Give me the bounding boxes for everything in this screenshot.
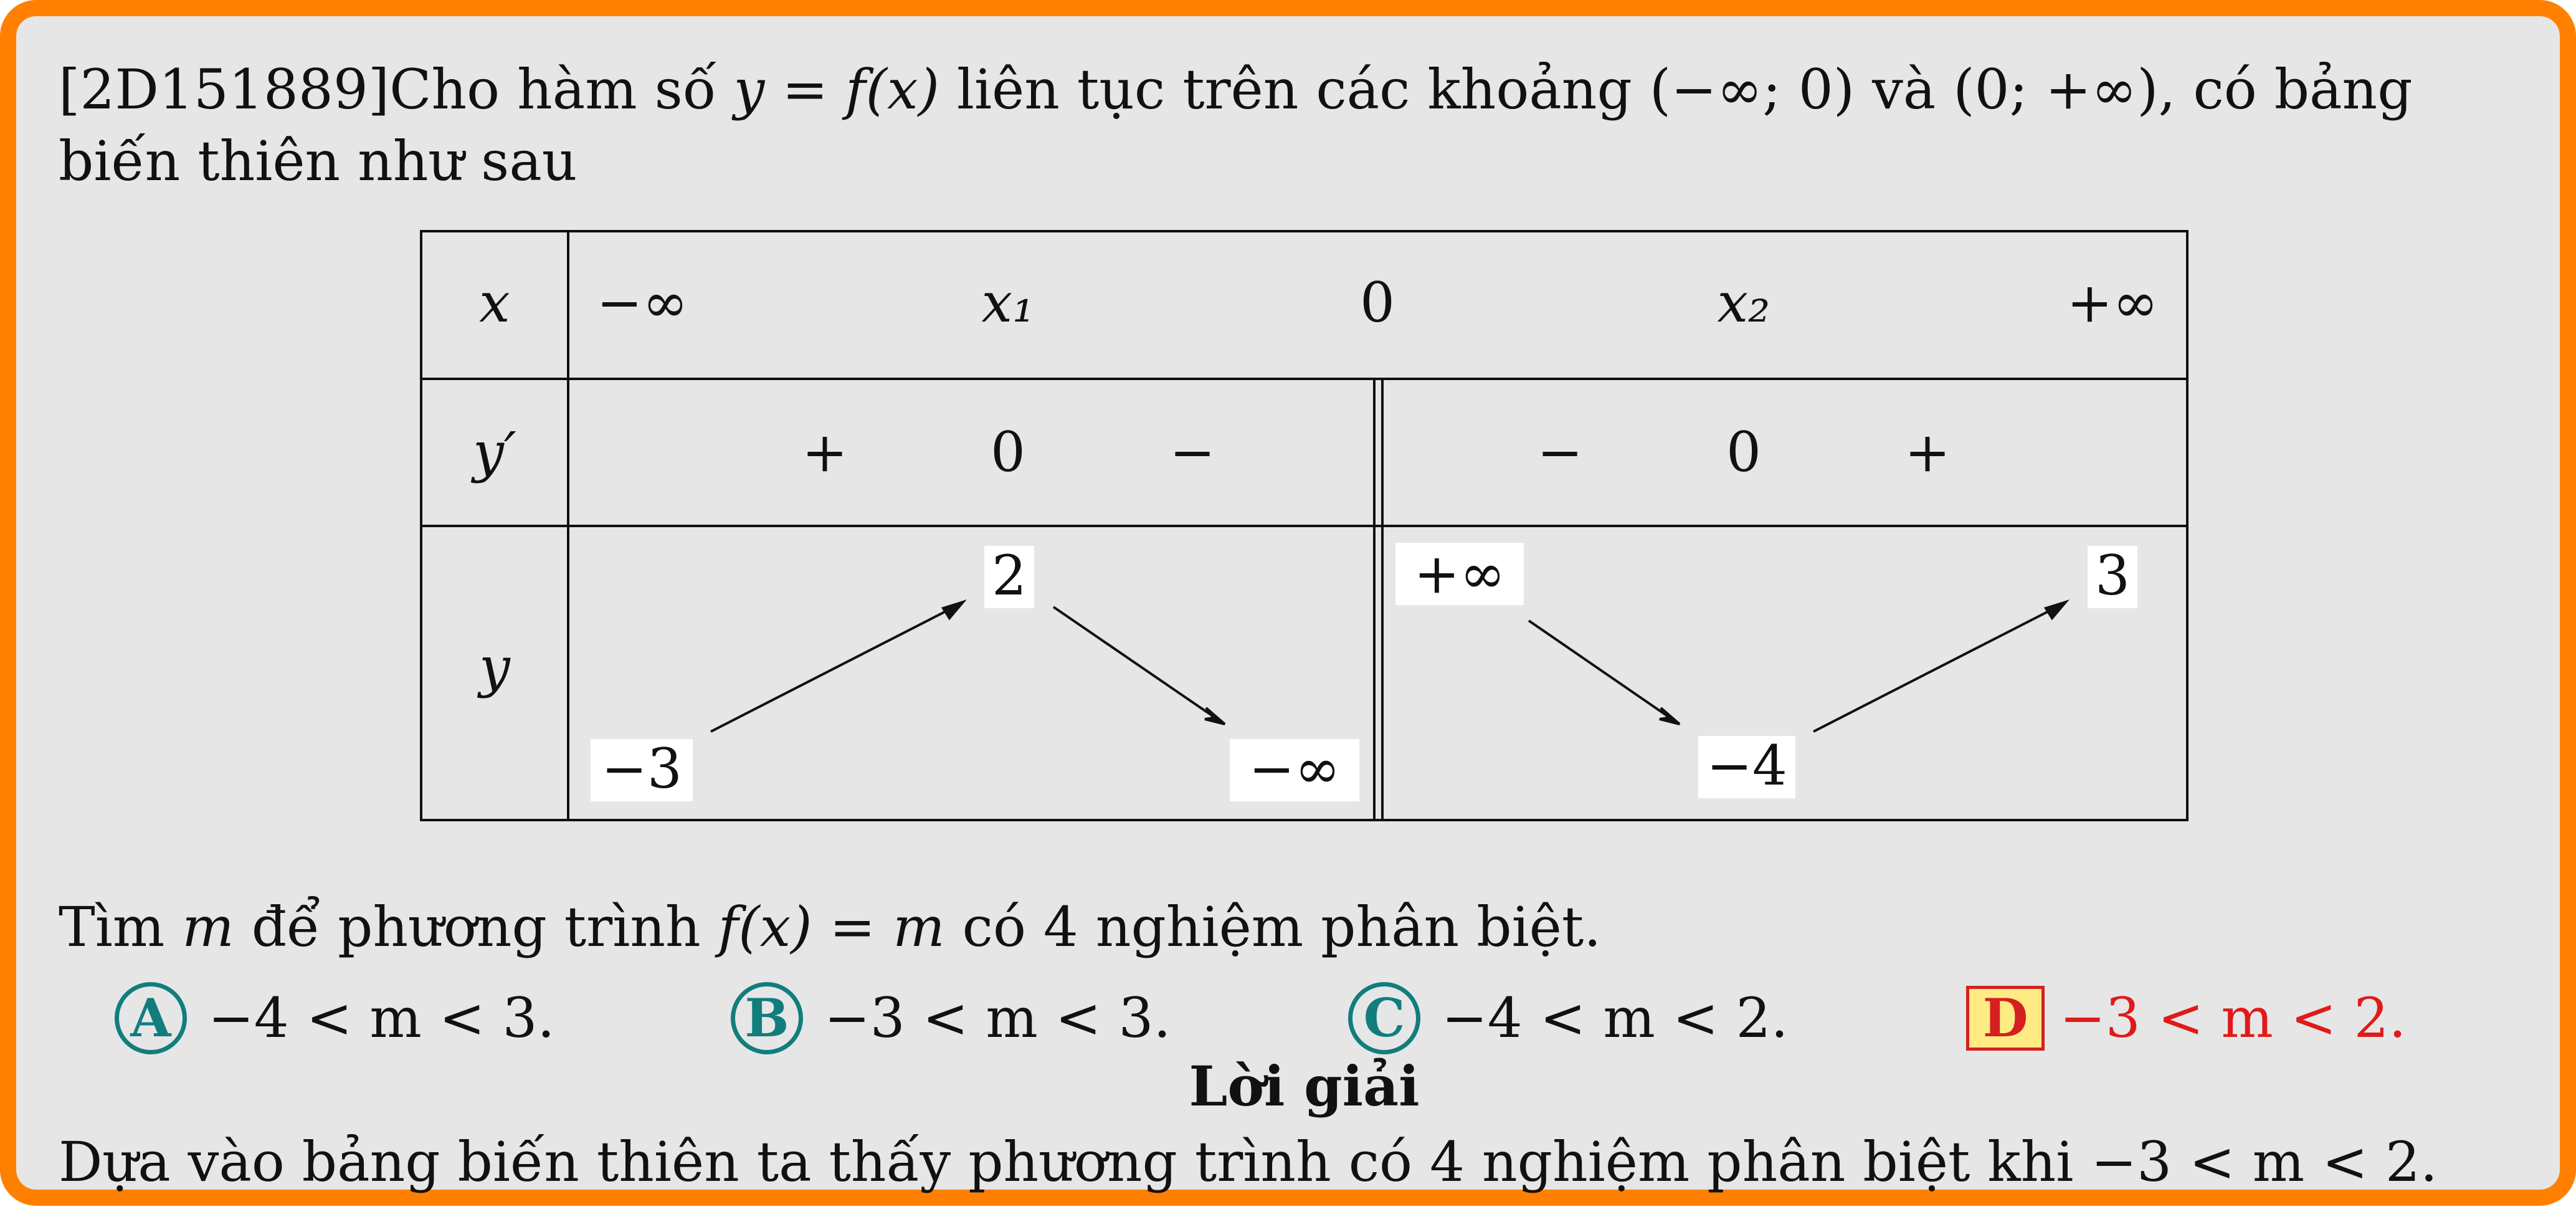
derivative-sign: +: [802, 420, 848, 484]
prompt-text: Tìm m để phương trình f(x) = m có 4 nghi…: [59, 900, 1601, 955]
x-value: x₂: [1718, 270, 1770, 335]
arrowhead: [2043, 599, 2070, 621]
derivative-sign: +: [1904, 420, 1951, 484]
y-value-box: [591, 739, 693, 801]
solution-text: Dựa vào bảng biến thiên ta thấy phương t…: [59, 1130, 2438, 1194]
choice-c-text: −4 < m < 2.: [1442, 986, 1789, 1050]
equation: f(x) = m: [718, 895, 945, 959]
derivative-sign: 0: [991, 420, 1025, 484]
choice-d-marker: D: [1966, 986, 2045, 1051]
y-value-box: [2088, 546, 2137, 608]
x-value: −∞: [596, 270, 688, 335]
decreasing-arrow: [1052, 606, 1215, 718]
derivative-sign: 0: [1726, 420, 1761, 484]
y-value-box: [1395, 543, 1524, 605]
choice-d-text: −3 < m < 2.: [2060, 986, 2407, 1050]
arrowhead: [1659, 707, 1681, 725]
solution-title: Lời giải: [1189, 1054, 1420, 1119]
x-value: x₁: [982, 270, 1035, 335]
prompt-part: Tìm: [59, 895, 183, 959]
choice-a-marker: A: [115, 982, 187, 1054]
row-label-y: y: [477, 635, 511, 699]
derivative-sign: −: [1537, 420, 1583, 484]
y-value: −∞: [1248, 737, 1340, 801]
choice-c-marker: C: [1348, 982, 1420, 1054]
choice-a-text: −4 < m < 3.: [208, 986, 555, 1050]
increasing-arrow: [1813, 607, 2055, 733]
y-value: +∞: [1414, 542, 1505, 606]
question-code: [2D151889]: [59, 57, 390, 122]
question-text-part: liên tục trên các khoảng (−∞; 0) và (0; …: [59, 57, 2413, 193]
question-text-part: Cho hàm số: [389, 57, 734, 122]
row-label-x: x: [479, 270, 510, 335]
derivative-sign: −: [1169, 420, 1215, 484]
prompt-part: có 4 nghiệm phân biệt.: [944, 895, 1602, 959]
y-value: −4: [1706, 733, 1787, 798]
x-value: +∞: [2066, 270, 2158, 335]
y-value-box: [984, 546, 1034, 608]
arrowhead: [941, 599, 967, 621]
decreasing-arrow: [1528, 619, 1670, 718]
choice-b-marker: B: [731, 982, 803, 1054]
arrowhead: [1204, 707, 1226, 725]
prompt-part: để phương trình: [234, 895, 718, 959]
x-value: 0: [1360, 270, 1395, 335]
y-value: 2: [992, 543, 1027, 608]
variation-table: x y′ y −∞ x₁ 0 x₂ +∞ + 0 − − 0 + −3 2 −∞…: [420, 230, 2189, 821]
y-value: −3: [601, 737, 682, 801]
y-value-box: [1698, 736, 1795, 798]
y-value: 3: [2095, 543, 2130, 608]
row-label-y-prime: y′: [470, 420, 516, 484]
y-value-box: [1230, 739, 1359, 801]
choice-b-text: −3 < m < 3.: [824, 986, 1171, 1050]
increasing-arrow: [710, 607, 953, 733]
variable-m: m: [182, 895, 234, 959]
function-notation: y = f(x): [733, 57, 939, 122]
question-text: [2D151889]Cho hàm số y = f(x) liên tục t…: [59, 54, 2544, 197]
